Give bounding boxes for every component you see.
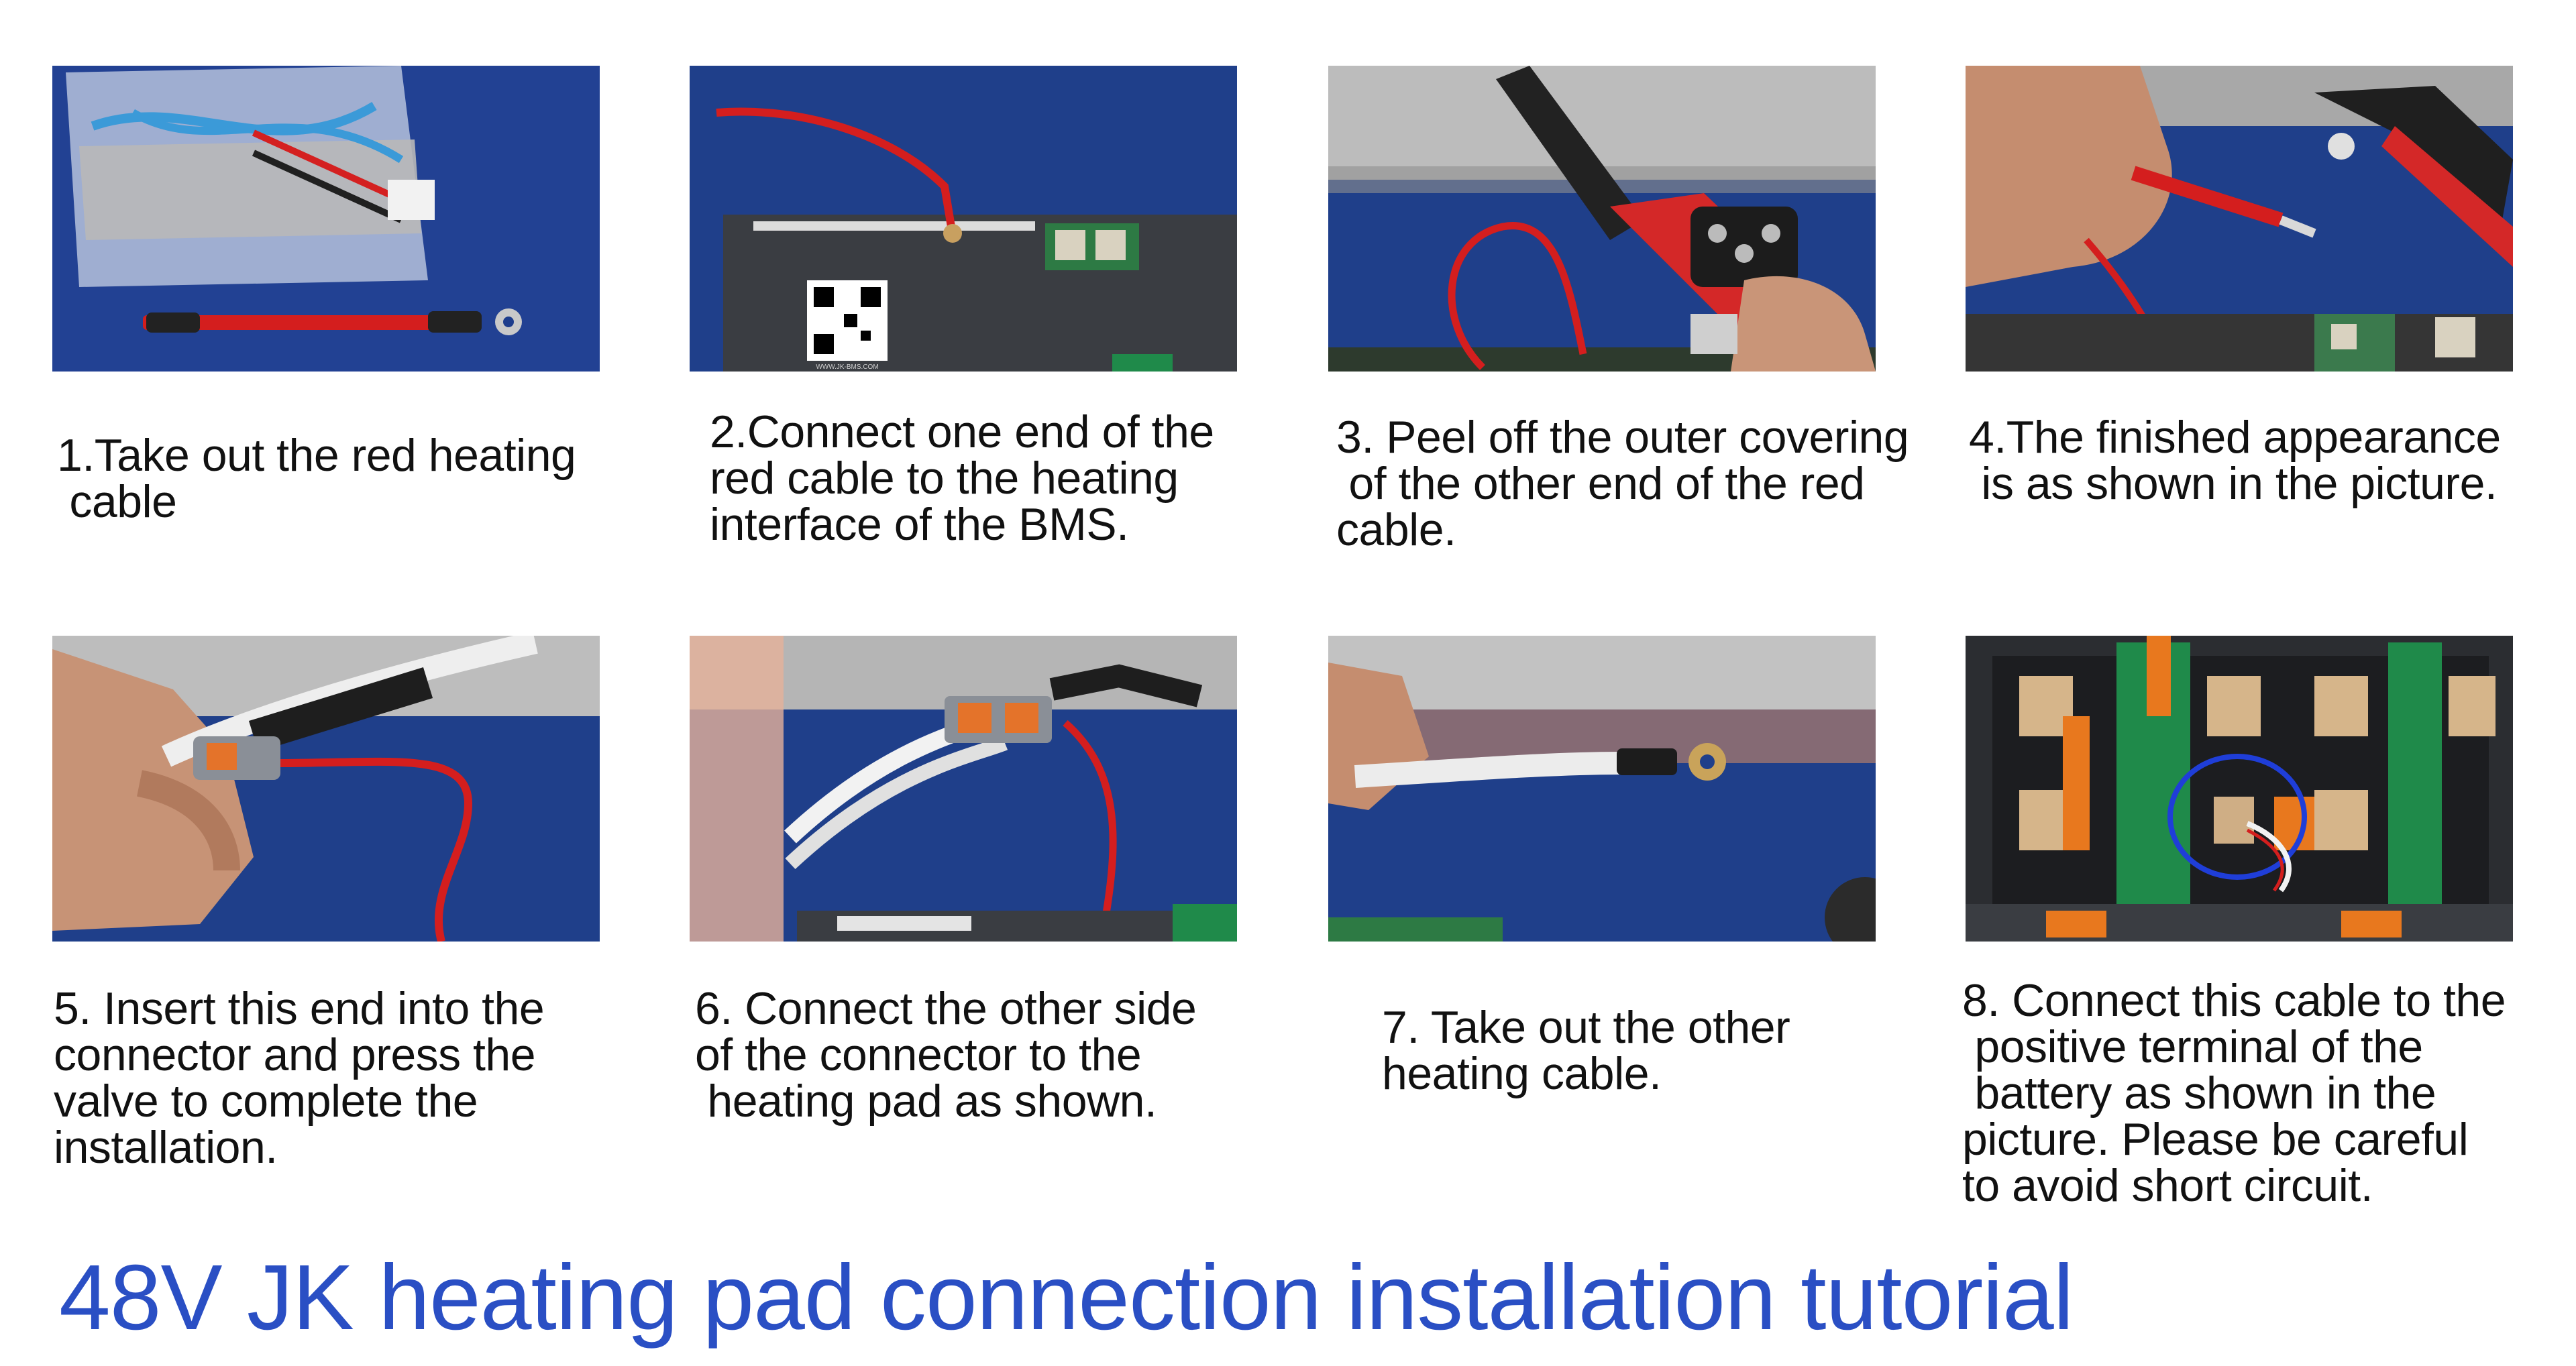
step-2-photo: WWW.JK-BMS.COM	[690, 66, 1237, 372]
step-7-photo	[1328, 636, 1876, 942]
step-4-caption: 4.The finished appearance is as shown in…	[1969, 412, 2501, 509]
page-title: 48V JK heating pad connection installati…	[59, 1246, 2074, 1349]
step-1-photo	[52, 66, 600, 372]
step-8-photo	[1966, 636, 2513, 942]
step-7-caption: 7. Take out the other heating cable.	[1382, 1002, 1790, 1099]
step-8-caption: 8. Connect this cable to the positive te…	[1962, 975, 2506, 1211]
step-6-caption: 6. Connect the other side of the connect…	[695, 983, 1197, 1127]
step-1-caption: 1.Take out the red heating cable	[57, 430, 576, 527]
step-3-photo	[1328, 66, 1876, 372]
step-5-photo	[52, 636, 600, 942]
step-6-photo	[690, 636, 1237, 942]
step-2-caption: 2.Connect one end of the red cable to th…	[710, 406, 1214, 550]
step-5-caption: 5. Insert this end into the connector an…	[54, 983, 545, 1173]
step-3-caption: 3. Peel off the outer covering of the ot…	[1336, 412, 1909, 555]
bms-website-label: WWW.JK-BMS.COM	[816, 363, 878, 371]
step-4-photo	[1966, 66, 2513, 372]
